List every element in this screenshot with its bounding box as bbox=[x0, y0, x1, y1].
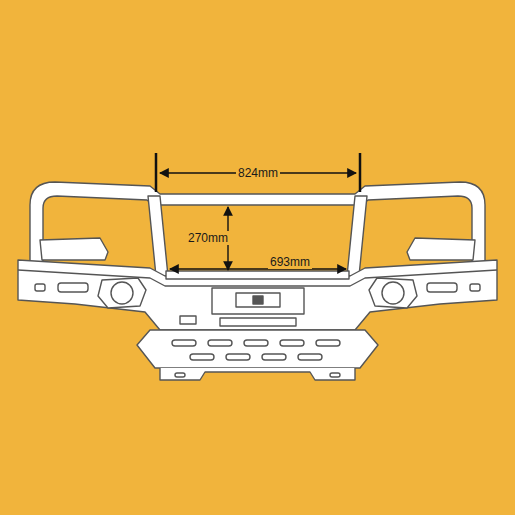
lamp-left bbox=[40, 238, 108, 260]
bash-plate-tabs bbox=[160, 368, 355, 380]
upright-right bbox=[347, 196, 367, 276]
fog-pod-left bbox=[98, 278, 146, 308]
dimension-line bbox=[170, 268, 346, 269]
upright-left bbox=[148, 196, 168, 276]
extension-line bbox=[359, 153, 362, 192]
centre-bar bbox=[166, 271, 349, 279]
slot bbox=[244, 340, 268, 346]
bash-plate bbox=[137, 330, 378, 368]
hoop-tube bbox=[30, 182, 485, 262]
bull-bar bbox=[18, 182, 497, 380]
dimension-label: 270mm bbox=[186, 231, 230, 245]
slot bbox=[190, 354, 214, 360]
plate-slot bbox=[220, 318, 296, 326]
slot bbox=[262, 354, 286, 360]
slot bbox=[226, 354, 250, 360]
slot bbox=[316, 340, 340, 346]
lamp-right bbox=[407, 238, 475, 260]
marker-left bbox=[35, 284, 45, 291]
tab-hole bbox=[175, 373, 185, 377]
plate-tab bbox=[180, 316, 196, 324]
fog-pod-right bbox=[369, 278, 417, 308]
tab-hole bbox=[330, 373, 340, 377]
dimension-label: 693mm bbox=[268, 255, 312, 269]
fog-lamp-right bbox=[382, 282, 404, 304]
winch-housing bbox=[212, 288, 304, 314]
bash-plate-slots bbox=[172, 340, 340, 360]
dimension-lines bbox=[156, 153, 360, 270]
indicator-left bbox=[58, 283, 88, 292]
slot bbox=[280, 340, 304, 346]
slot bbox=[298, 354, 322, 360]
winch-opening bbox=[236, 293, 280, 307]
fog-lamp-left bbox=[111, 282, 133, 304]
marker-right bbox=[470, 284, 480, 291]
fairlead bbox=[253, 296, 263, 304]
slot bbox=[172, 340, 196, 346]
dimension-label: 824mm bbox=[236, 166, 280, 180]
bumper-crease bbox=[18, 270, 497, 286]
indicator-right bbox=[427, 283, 457, 292]
bumper bbox=[18, 260, 497, 330]
slot bbox=[208, 340, 232, 346]
extension-line bbox=[155, 153, 158, 192]
